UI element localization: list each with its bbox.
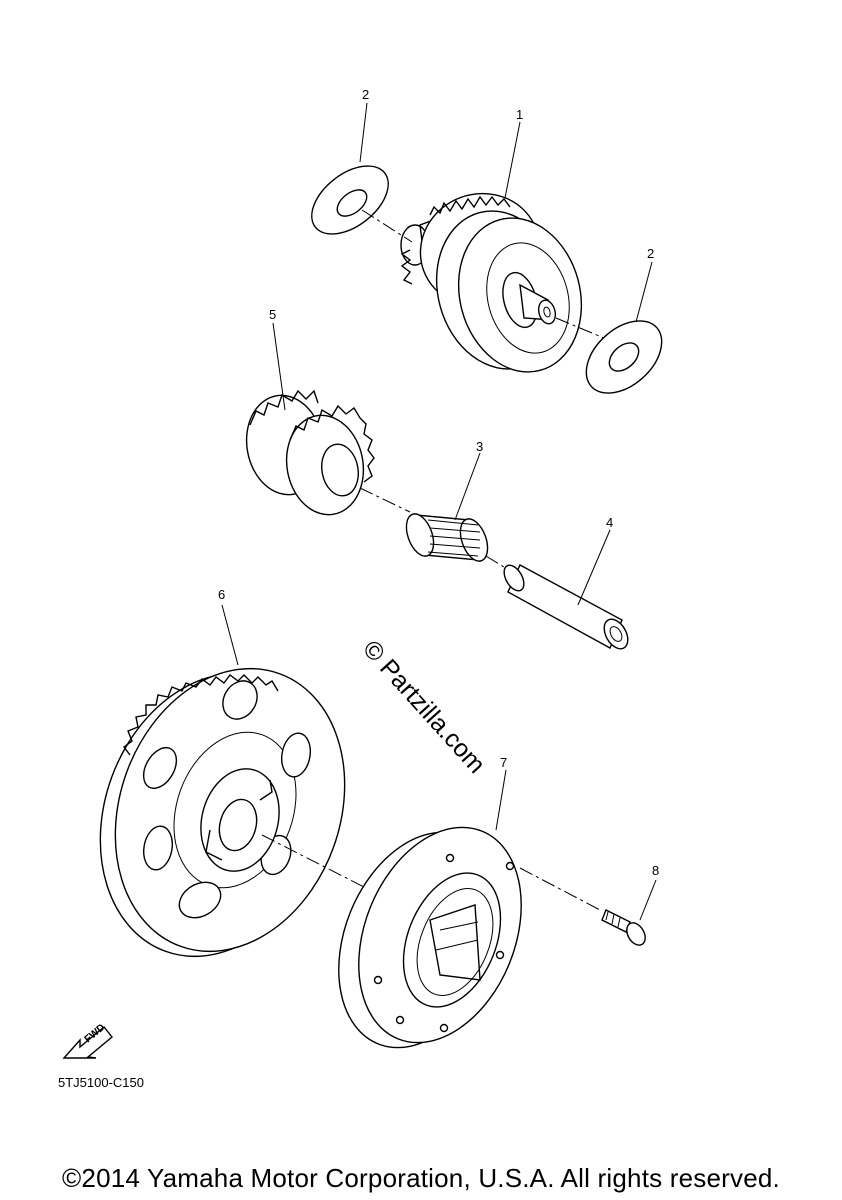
callout-1: 1: [516, 107, 524, 122]
callout-7: 7: [500, 755, 508, 770]
callout-4: 4: [606, 515, 614, 530]
callout-2-upper: 2: [362, 87, 370, 102]
starter-wheel-gear-6: [99, 667, 346, 958]
washer-2-lower: [585, 320, 663, 394]
needle-bearing-3: [405, 513, 489, 562]
callout-8: 8: [652, 863, 660, 878]
callout-5: 5: [269, 307, 277, 322]
leader-lines: [221, 102, 657, 921]
shaft-4: [503, 564, 629, 650]
idler-gear-5: [245, 389, 375, 516]
starter-clutch-gear-1: [400, 192, 583, 373]
one-way-clutch-7: [338, 826, 522, 1049]
copyright-notice: ©2014 Yamaha Motor Corporation, U.S.A. A…: [62, 1163, 780, 1193]
callout-2-lower: 2: [647, 246, 655, 261]
washer-2-upper: [311, 165, 389, 235]
diagram-code: 5TJ5100-C150: [58, 1075, 144, 1090]
bolt-8: [601, 909, 646, 946]
callout-3: 3: [476, 439, 484, 454]
fwd-arrow-icon: [62, 1026, 113, 1059]
callout-6: 6: [218, 587, 226, 602]
